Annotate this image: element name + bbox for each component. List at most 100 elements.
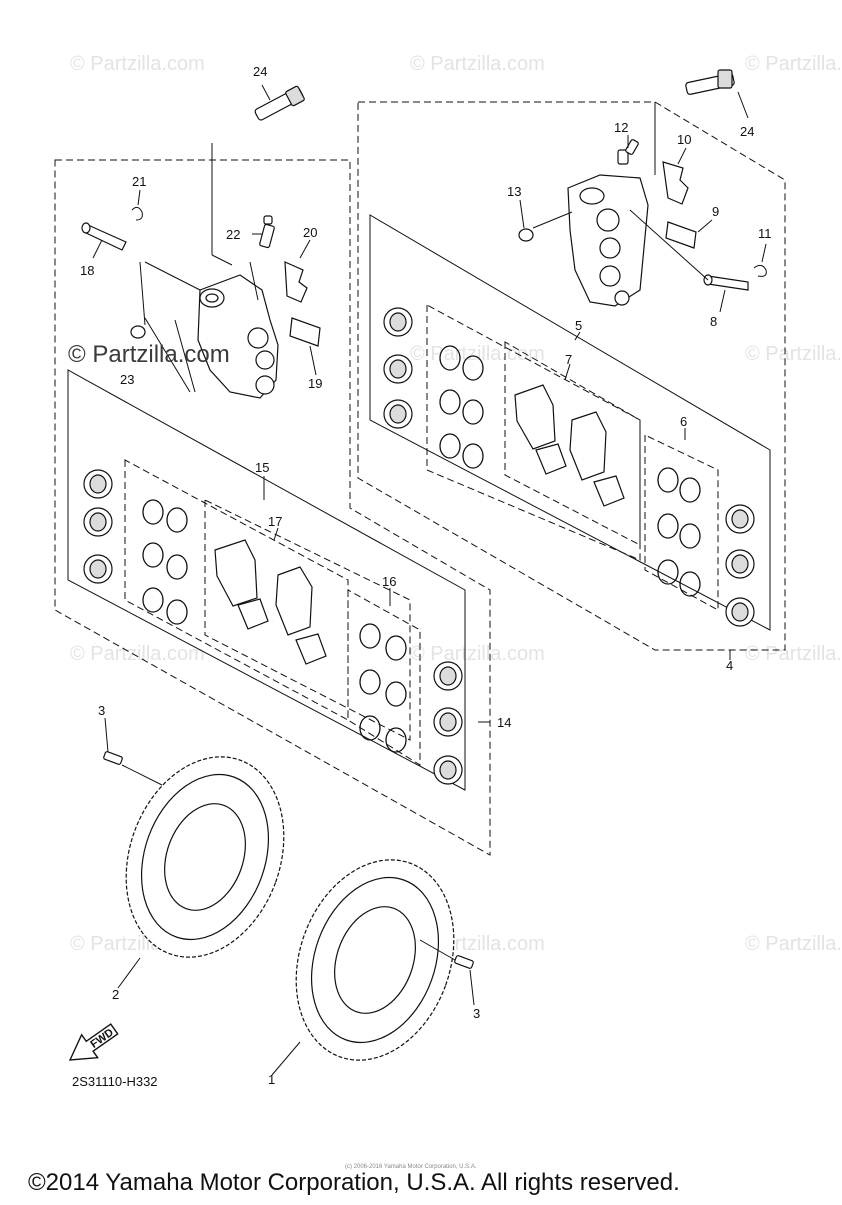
leader-line [137,189,141,206]
left-bleed-screw [259,215,275,249]
leader-line [564,363,571,381]
leader-line [144,317,191,393]
right-caliper-kit-outline [369,214,771,631]
left-pad-spring [284,261,308,303]
watermark: © Partzilla.com [70,643,205,665]
callout-13: 13 [507,184,521,199]
left-seal-box-b [347,589,421,766]
leader-line [139,261,146,326]
left-pad-support [289,317,321,347]
footer-copyright: ©2014 Yamaha Motor Corporation, U.S.A. A… [28,1169,680,1196]
leader-line [144,261,201,291]
left-pad-box [204,499,411,741]
small-copyright: (c) 2006-2016 Yamaha Motor Corporation, … [345,1164,477,1170]
right-pin-clip [753,264,767,277]
callout-4: 4 [726,658,733,673]
callout-17: 17 [268,514,282,529]
right-caliper-bolt [685,69,735,95]
callout-14: 14 [497,715,511,730]
brake-disc-left [125,756,285,958]
left-pistons [83,469,463,785]
callout-22: 22 [226,227,240,242]
callout-8: 8 [710,314,717,329]
leader-line [261,84,271,101]
leader-line [761,243,767,263]
callout-15: 15 [255,460,269,475]
callouts: 24 24 21 22 20 18 19 23 12 10 13 9 11 8 … [80,64,772,1087]
right-bleed-screw [617,139,639,165]
leader-line [211,254,233,266]
disc-bolt-left [103,717,163,786]
callout-10: 10 [677,132,691,147]
fwd-arrow-icon: FWD [68,1023,119,1061]
disc-bolt-right [419,939,475,1006]
watermark-prominent: © Partzilla.com [68,341,230,368]
left-caliper-group [81,84,321,399]
callout-7: 7 [565,352,572,367]
leader-line [299,239,311,259]
brake-disc-right [295,859,455,1061]
right-pad-support [665,221,697,249]
right-seal-box-a [426,304,641,561]
callout-21: 21 [132,174,146,189]
leader-line [697,219,713,233]
leader-line [519,199,525,229]
callout-18: 18 [80,263,94,278]
callout-20: 20 [303,225,317,240]
leader-line [174,319,196,393]
leader-line [574,331,581,341]
left-caliper-kit-outline [67,369,466,791]
watermark: © Partzilla.com [70,53,205,75]
right-pad-pin [703,274,749,291]
right-seals [439,345,701,597]
right-pad-spring [662,161,689,205]
right-brake-pads [514,384,625,507]
leader-line [117,957,141,989]
watermark: © Partzilla.com [745,53,842,75]
watermark: © Partzilla.com [745,643,842,665]
callout-3-left: 3 [98,703,105,718]
callout-23: 23 [120,372,134,387]
callout-2: 2 [112,987,119,1002]
leader-line [737,91,749,119]
right-caliper-group [518,69,767,313]
diagram-code: 2S31110-H332 [72,1074,158,1089]
callout-11: 11 [758,226,772,241]
leader-line [532,211,573,229]
callout-5: 5 [575,318,582,333]
leader-line [273,527,279,541]
right-pad-box [504,341,641,546]
leader-line [629,209,709,281]
watermark: © Partzilla.com [745,343,842,365]
right-pistons [383,307,755,627]
callout-16: 16 [382,574,396,589]
right-caliper-body [567,174,649,307]
callout-3-right: 3 [473,1006,480,1021]
callout-12: 12 [614,120,628,135]
left-pin-clip [131,206,143,221]
leader-line [719,289,726,313]
left-caliper-assembly-outline [54,159,491,856]
leader-line [271,1041,301,1076]
callout-24-right: 24 [740,124,754,139]
right-seal-box-b [644,434,719,611]
leader-line [309,345,317,376]
leader-line [92,239,103,259]
callout-24-left: 24 [253,64,267,79]
watermark: © Partzilla.com [745,933,842,955]
right-caliper-assembly-outline [357,101,786,651]
right-bleed-cap [518,228,534,242]
callout-1: 1 [268,1072,275,1087]
left-caliper-bolt [254,85,305,121]
left-seals [142,499,407,753]
watermark: © Partzilla.com [410,53,545,75]
callout-9: 9 [712,204,719,219]
left-brake-pads [214,539,327,665]
leader-line [677,147,687,165]
left-pad-pin [81,222,127,251]
watermark: © Partzilla.com [410,643,545,665]
left-bleed-cap [130,325,146,339]
left-seal-box-a [124,459,349,721]
